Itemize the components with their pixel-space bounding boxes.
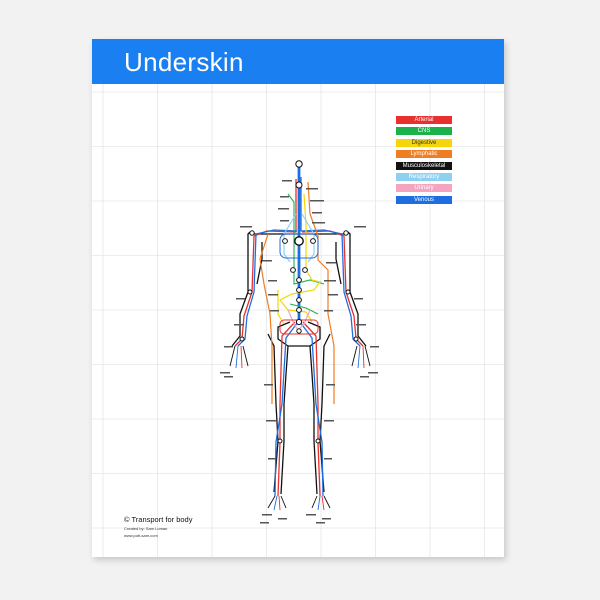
cns-lines: [287, 193, 325, 315]
lymphatic-lines: [259, 181, 335, 404]
poster-title: Underskin: [124, 47, 244, 77]
website-link: www.pott-sam.com: [124, 533, 158, 538]
legend-item-musculoskeletal: Musculoskeletal: [396, 161, 452, 170]
station-label-marks: [220, 180, 379, 524]
legend-item-venous: Venous: [396, 195, 452, 204]
legend-item-digestive: Digestive: [396, 138, 452, 147]
interchange-stations: [239, 160, 359, 444]
title-bar: Underskin: [92, 39, 504, 84]
legend-item-lymphatic: Lymphatic: [396, 150, 452, 159]
credits: © Transport for body Created by: Sam Lom…: [124, 515, 192, 538]
legend-item-arterial: Arterial: [396, 116, 452, 124]
left-foot-lines: [267, 495, 287, 511]
venous-lines: [237, 177, 361, 497]
legend-item-respiratory: Respiratory: [396, 172, 452, 181]
ribcage-outline: [279, 233, 319, 259]
credit-line: © Transport for body: [124, 515, 193, 524]
poster: Underskin: [92, 39, 504, 557]
right-hand-lines: [351, 345, 371, 369]
line-legend: Arterial CNS Digestive Lymphatic Musculo…: [396, 116, 452, 207]
legend-item-cns: CNS: [396, 127, 452, 136]
created-by: Created by: Sam Loman: [124, 526, 168, 531]
left-hand-lines: [229, 345, 249, 369]
right-foot-lines: [311, 495, 331, 511]
legend-item-urinary: Urinary: [396, 184, 452, 193]
body-transit-map: [220, 160, 379, 524]
